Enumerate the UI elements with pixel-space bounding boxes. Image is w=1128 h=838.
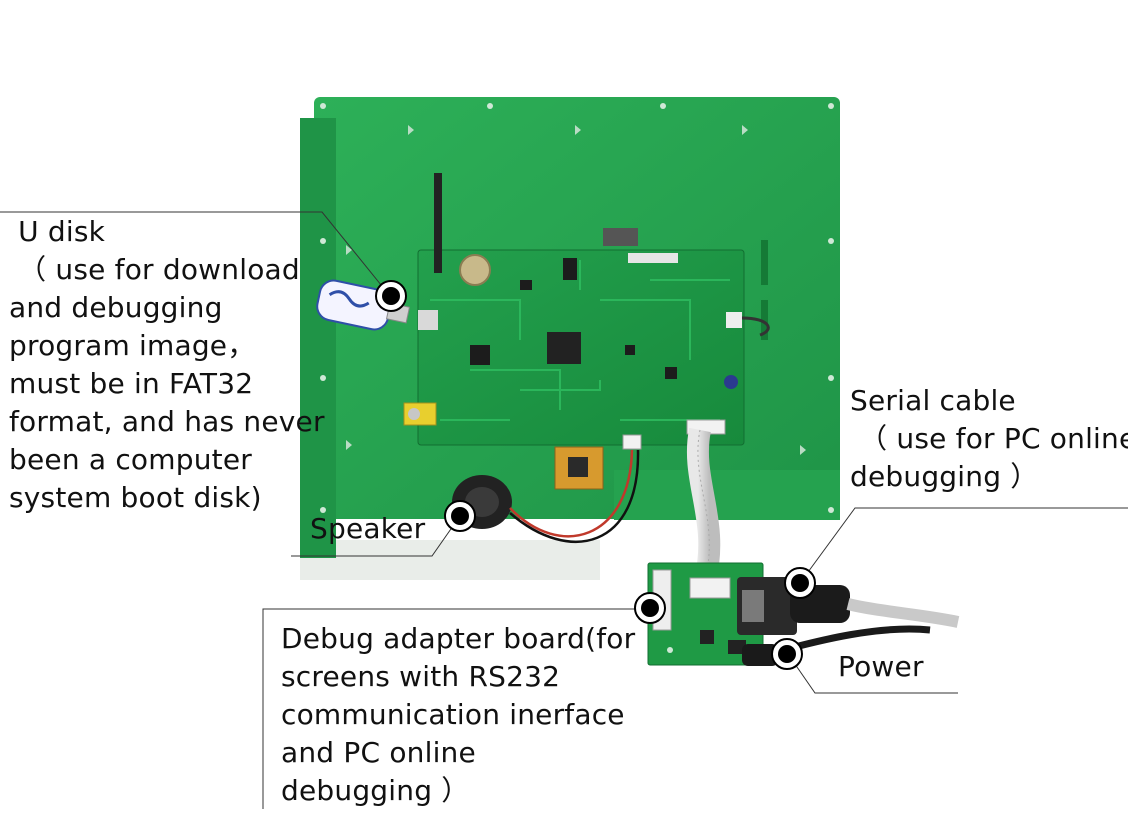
marker-debug-adapter	[634, 592, 666, 624]
panel-shadow	[300, 540, 600, 580]
main-chip	[547, 332, 581, 364]
leader-lines	[0, 211, 1128, 809]
serial-cable-label: Serial cable （ use for PC online debuggi…	[850, 384, 1128, 493]
serial-cable	[846, 598, 960, 628]
antenna	[434, 173, 442, 273]
debug-adapter-label: Debug adapter board(for screens with RS2…	[281, 622, 636, 807]
u-disk	[316, 279, 411, 331]
marker-serial-cable	[784, 567, 816, 599]
u-disk-label: U disk （ use for download and debugging …	[9, 215, 325, 514]
battery	[459, 254, 491, 286]
power-label: Power	[838, 650, 924, 683]
controller-pcb	[403, 173, 770, 490]
marker-speaker	[444, 500, 476, 532]
callout-markers	[375, 280, 816, 670]
speaker-label: Speaker	[310, 512, 426, 545]
marker-u-disk	[375, 280, 407, 312]
marker-power	[771, 638, 803, 670]
debug-adapter-board	[647, 562, 764, 666]
ribbon-cable	[686, 427, 721, 583]
